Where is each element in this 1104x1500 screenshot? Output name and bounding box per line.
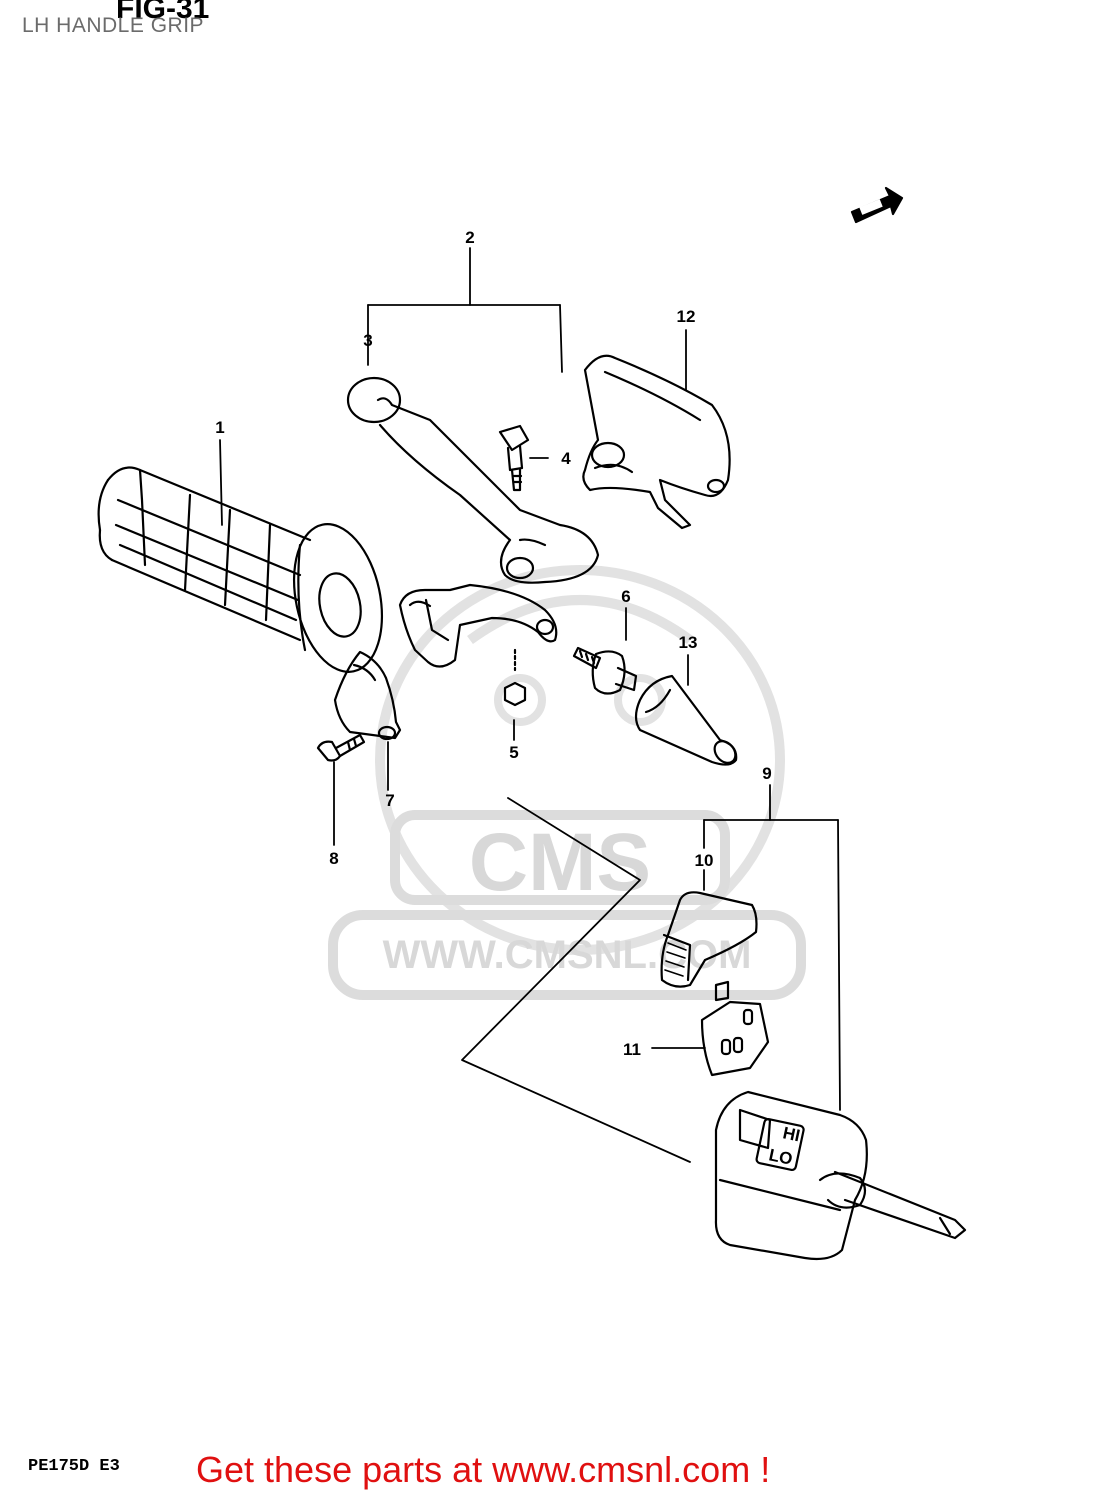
watermark-logo: CMS: [469, 817, 651, 908]
exploded-parts-diagram: CMS WWW.CMSNL.COM: [97, 186, 967, 1261]
callout-12: 12: [677, 307, 696, 326]
callout-11: 11: [623, 1040, 641, 1059]
part-1-handle-grip: [97, 466, 384, 673]
part-5-nut: [503, 648, 527, 707]
part-9-switch-housing: [714, 1090, 967, 1261]
lo-label: LO: [767, 1145, 794, 1168]
callout-4: 4: [561, 449, 571, 468]
cms-watermark: CMS WWW.CMSNL.COM: [328, 565, 806, 1000]
hi-label: HI: [781, 1123, 802, 1145]
figure-number: FIG-31: [116, 0, 210, 25]
part-6-cable-adjuster: [572, 646, 638, 695]
part-12-lever-bracket: [582, 354, 731, 530]
promo-link[interactable]: Get these parts at www.cmsnl.com !: [196, 1449, 771, 1490]
leader-lines: [219, 247, 841, 1163]
callout-5: 5: [509, 743, 518, 762]
part-11-contact-plate: [700, 980, 770, 1077]
part-3-clutch-lever: [346, 376, 600, 584]
front-direction-arrow-icon: [850, 186, 904, 224]
callout-10: 10: [695, 851, 714, 870]
callout-7: 7: [385, 791, 394, 810]
part-4-pivot-bolt: [498, 424, 530, 492]
callout-8: 8: [329, 849, 338, 868]
part-8-screw: [316, 733, 366, 762]
model-code: PE175D E3: [28, 1457, 120, 1476]
callout-1: 1: [215, 418, 224, 437]
part-10-switch-knob: [660, 891, 758, 988]
callout-6: 6: [621, 587, 630, 606]
callout-2: 2: [465, 228, 474, 247]
part-13-dust-boot: [634, 674, 738, 766]
part-7-clamp-half: [333, 650, 402, 741]
lever-holder-clamp: [398, 583, 558, 668]
callout-13: 13: [679, 633, 698, 652]
page-title: LH HANDLE GRIP: [22, 14, 205, 37]
callout-9: 9: [762, 764, 771, 783]
callout-3: 3: [363, 331, 372, 350]
